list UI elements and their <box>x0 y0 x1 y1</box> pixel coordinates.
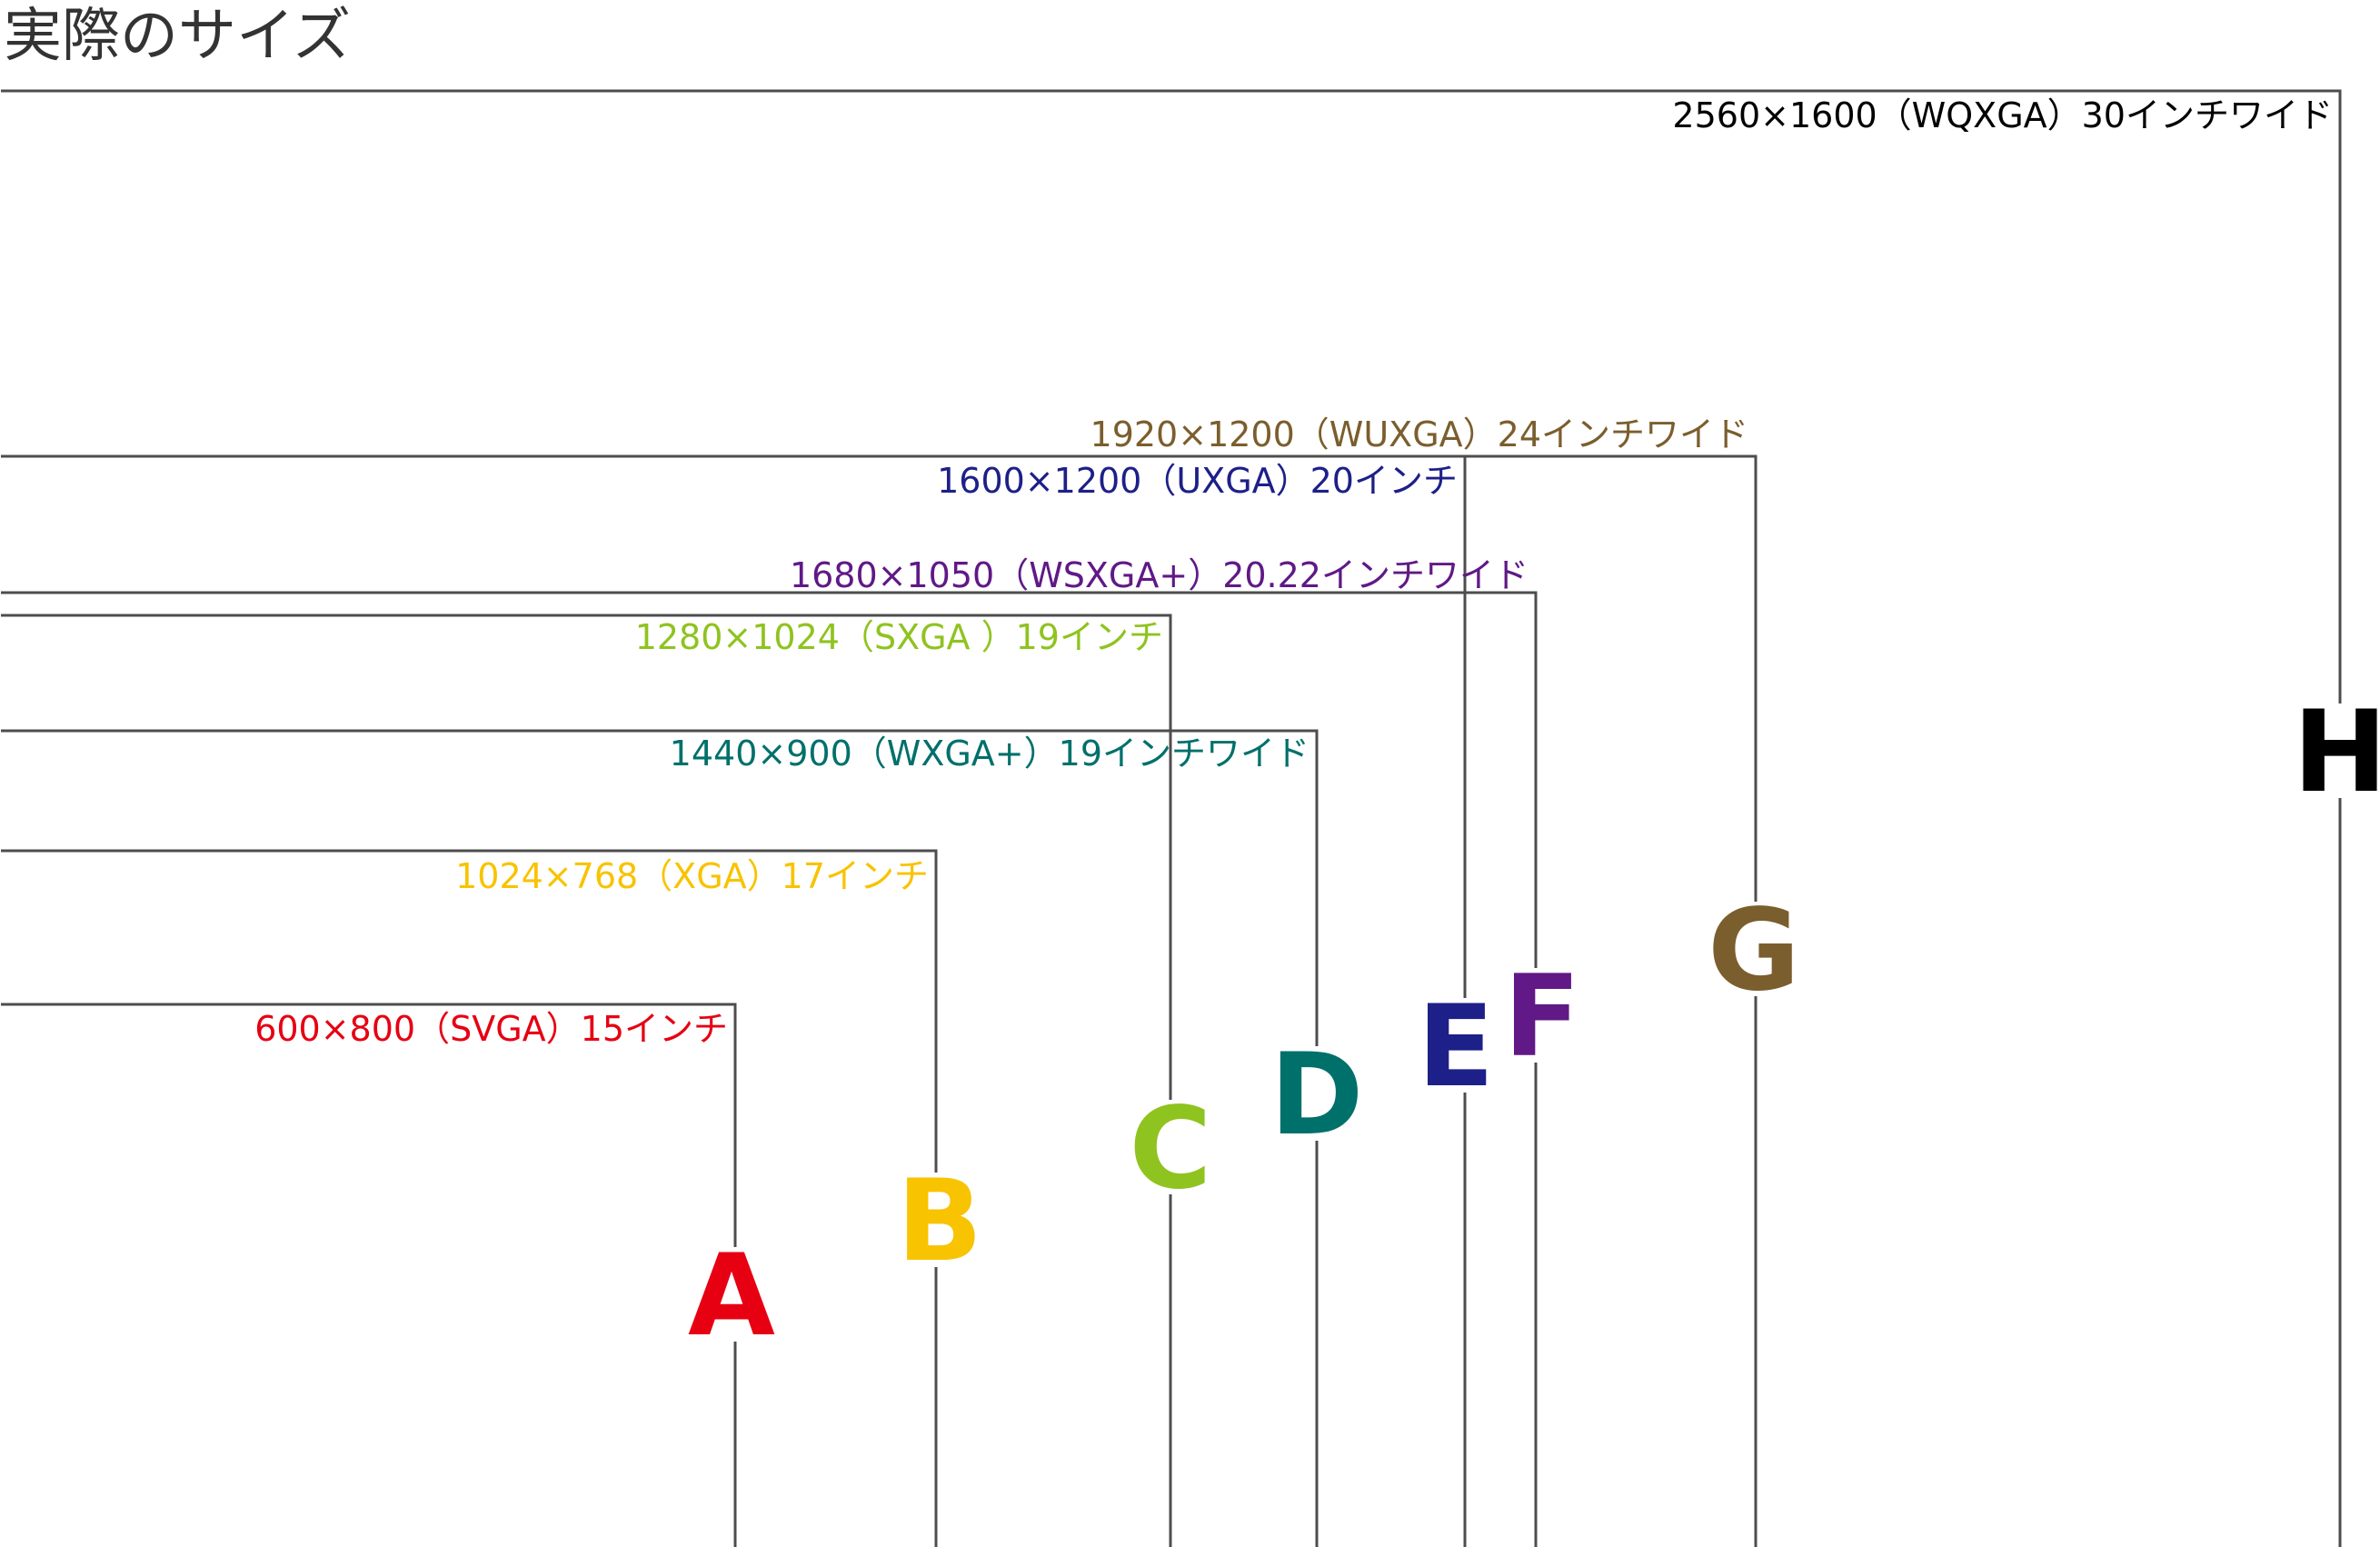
screen-labels: 600×800（SVGA）15インチ 1024×768（XGA）17インチ 1280… <box>254 95 2333 1049</box>
screen-outline-h <box>1 89 2342 1547</box>
resolution-label-b: 1024×768（XGA）17インチ <box>455 856 929 896</box>
letter-backdrop-g <box>1734 902 1774 996</box>
screen-letter-a: A <box>688 1231 775 1362</box>
screen-letter-b: B <box>897 1156 983 1287</box>
resolution-label-h: 2560×1600（WQXGA）30インチワイド <box>1672 95 2333 135</box>
screen-letter-c: C <box>1129 1083 1211 1214</box>
letter-backdrop-d <box>1297 1046 1337 1141</box>
screen-outline-f <box>1 591 1538 1547</box>
letter-backdrop-f <box>1522 968 1562 1063</box>
screen-letter-h: H <box>2293 687 2380 818</box>
resolution-label-c: 1280×1024（SXGA ）19インチ <box>635 617 1163 657</box>
letter-backdrop-a <box>712 1247 752 1342</box>
screen-outline-a <box>1 1003 737 1547</box>
letter-backdrop-h <box>2320 704 2360 798</box>
resolution-label-g: 1920×1200（WUXGA）24インチワイド <box>1090 414 1748 454</box>
screen-outline-c <box>1 614 1172 1547</box>
page-title: 実際のサイズ <box>4 3 352 70</box>
screen-outline-g <box>1 454 1758 1547</box>
letter-backdrop-e <box>1436 998 1476 1093</box>
screen-letter-d: D <box>1270 1030 1364 1161</box>
screen-letter-e: E <box>1418 982 1495 1113</box>
screen-outlines <box>1 89 2342 1547</box>
screen-outline-d <box>1 729 1319 1547</box>
letter-backdrop-c <box>1150 1100 1190 1194</box>
screen-letter-g: G <box>1708 885 1800 1016</box>
resolution-label-a: 600×800（SVGA）15インチ <box>254 1009 728 1049</box>
resolution-label-f: 1680×1050（WSXGA+）20.22インチワイド <box>790 555 1529 595</box>
resolution-label-d: 1440×900（WXGA+）19インチワイド <box>670 734 1309 774</box>
resolution-label-e: 1600×1200（UXGA）20インチ <box>937 461 1458 501</box>
screen-outline-b <box>1 849 938 1547</box>
letter-backdrop-b <box>920 1173 960 1267</box>
screen-letter-f: F <box>1504 952 1581 1083</box>
